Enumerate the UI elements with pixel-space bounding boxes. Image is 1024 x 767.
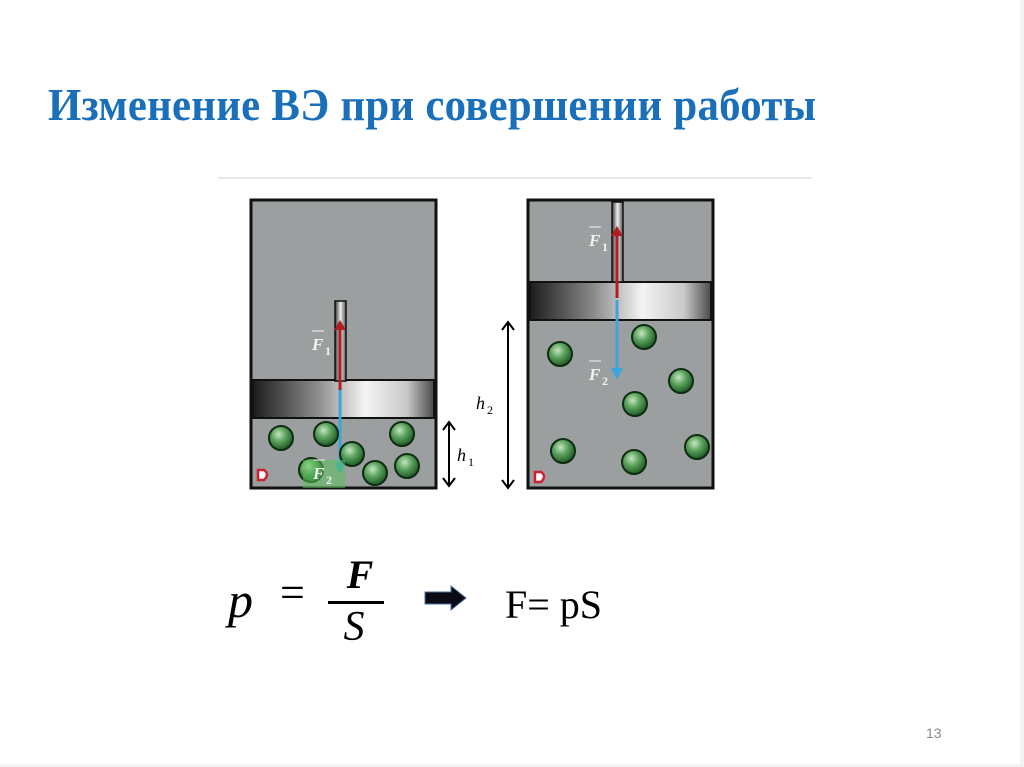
right-cylinder: F 1 F 2 [526, 198, 715, 490]
slide-title: Изменение ВЭ при совершении работы [48, 79, 817, 130]
svg-text:1: 1 [602, 240, 608, 254]
svg-text:h: h [476, 393, 485, 413]
force-result-formula: F= pS [505, 582, 603, 627]
svg-text:h: h [457, 445, 466, 465]
svg-text:2: 2 [487, 403, 493, 417]
page-number: 13 [926, 725, 942, 741]
svg-text:2: 2 [326, 473, 332, 487]
svg-text:F: F [588, 231, 601, 250]
height-h2-indicator: h 2 [476, 320, 515, 490]
svg-text:1: 1 [325, 344, 331, 358]
left-cylinder: F 1 F 2 [249, 198, 438, 490]
fraction-numerator: F [346, 552, 374, 597]
piston-diagram: F 1 F 2 h 1 h 2 [249, 198, 715, 490]
right-arrow-icon [424, 585, 467, 611]
svg-text:F: F [311, 335, 324, 354]
pressure-formula: p = F S F= pS [228, 552, 648, 653]
svg-text:2: 2 [602, 374, 608, 388]
fraction-bar [328, 601, 384, 604]
gas-molecules [547, 324, 710, 475]
fraction-denominator: S [343, 604, 365, 650]
title-divider [218, 177, 812, 179]
height-h1-indicator: h 1 [442, 420, 474, 488]
pressure-symbol: p [228, 572, 253, 628]
svg-text:F: F [312, 464, 325, 483]
svg-text:F: F [588, 365, 601, 384]
equals-sign: = [280, 568, 305, 617]
svg-text:1: 1 [468, 455, 474, 469]
slide-edge-right [1020, 0, 1024, 767]
slide-edge-bottom [0, 764, 1024, 767]
